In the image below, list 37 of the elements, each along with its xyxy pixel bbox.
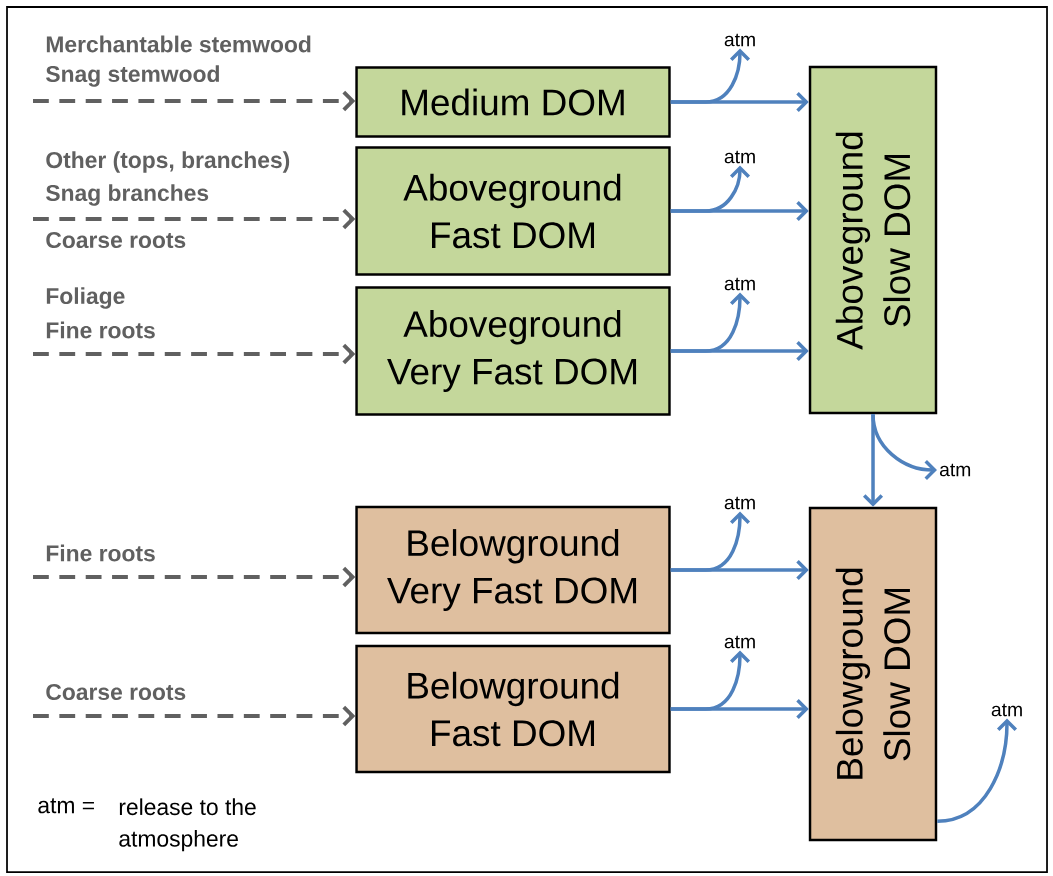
atm-label: atm bbox=[724, 635, 755, 649]
input-label: Fine roots bbox=[46, 321, 155, 339]
arrow bbox=[937, 718, 1018, 823]
pool-box: Aboveground Fast DOM bbox=[355, 146, 671, 276]
dashed-arrow bbox=[33, 90, 356, 112]
input-label: Snag branches bbox=[46, 184, 209, 206]
atm-label: atm bbox=[724, 150, 755, 164]
arrow bbox=[670, 699, 809, 720]
pool-box: Belowground Fast DOM bbox=[355, 644, 671, 774]
atm-label: atm bbox=[991, 703, 1022, 717]
legend-key: atm = bbox=[38, 798, 94, 814]
pool-box: Aboveground Slow DOM bbox=[808, 65, 938, 415]
pool-box: Medium DOM bbox=[355, 66, 671, 138]
legend-text: release to the atmosphere bbox=[119, 798, 256, 852]
input-label: Coarse roots bbox=[46, 231, 186, 249]
input-label: Foliage bbox=[46, 287, 125, 309]
dashed-arrow bbox=[33, 343, 356, 365]
pool-box: Belowground Slow DOM bbox=[808, 506, 938, 842]
arrow bbox=[670, 200, 809, 222]
input-label: Other (tops, branches) bbox=[46, 151, 290, 173]
arrow bbox=[670, 91, 809, 113]
pool-box: Belowground Very Fast DOM bbox=[355, 505, 671, 635]
atm-label: atm bbox=[724, 496, 755, 510]
atm-label: atm bbox=[724, 277, 755, 291]
dashed-arrow bbox=[33, 566, 356, 588]
arrow bbox=[670, 560, 809, 581]
input-label: Fine roots bbox=[46, 544, 155, 562]
dashed-arrow bbox=[33, 705, 356, 727]
input-label: Merchantable stemwood bbox=[46, 35, 311, 53]
pool-box: Aboveground Very Fast DOM bbox=[355, 286, 671, 416]
atm-label: atm bbox=[939, 463, 971, 477]
input-label: Coarse roots bbox=[46, 683, 186, 701]
arrow bbox=[871, 414, 937, 481]
arrow bbox=[670, 340, 809, 362]
dashed-arrow bbox=[33, 208, 356, 230]
atm-label: atm bbox=[724, 33, 755, 47]
input-label: Snag stemwood bbox=[46, 65, 219, 87]
